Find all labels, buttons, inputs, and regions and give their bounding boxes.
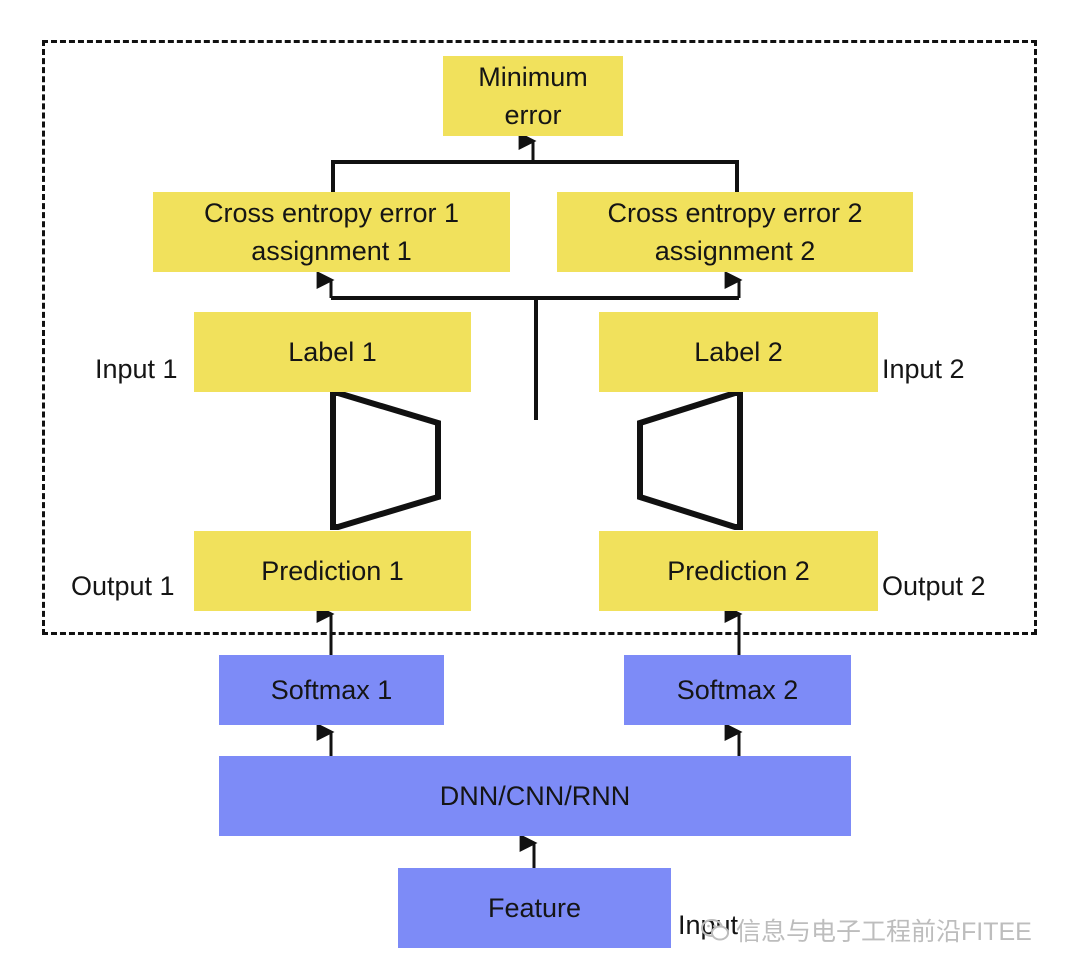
dashed-frame	[42, 40, 1037, 635]
label-2-box: Label 2	[599, 312, 878, 392]
cross-entropy-2-line-1: Cross entropy error 2	[607, 198, 863, 228]
label-1-box: Label 1	[194, 312, 471, 392]
wechat-icon	[701, 919, 729, 941]
prediction-2-box: Prediction 2	[599, 531, 878, 611]
minimum-error-box: Minimum error	[443, 56, 623, 136]
dnn-box: DNN/CNN/RNN	[219, 756, 851, 836]
prediction-1-box: Prediction 1	[194, 531, 471, 611]
watermark: 信息与电子工程前沿FITEE	[700, 912, 1032, 948]
cross-entropy-1-box: Cross entropy error 1 assignment 1	[153, 192, 510, 272]
cross-entropy-2-box: Cross entropy error 2 assignment 2	[557, 192, 913, 272]
minimum-error-line-2: error	[504, 100, 562, 130]
feature-box: Feature	[398, 868, 671, 948]
hourglass-left	[330, 390, 441, 530]
minimum-error-line-1: Minimum	[478, 62, 588, 92]
cross-entropy-2-line-2: assignment 2	[654, 236, 816, 266]
merge-to-minimum-error	[331, 160, 739, 192]
output-1-label: Output 1	[71, 571, 175, 601]
softmax-1-box: Softmax 1	[219, 655, 444, 725]
pairwise-branch	[331, 296, 739, 420]
watermark-text: 信息与电子工程前沿FITEE	[736, 918, 1032, 946]
cross-entropy-1-line-1: Cross entropy error 1	[203, 198, 460, 228]
cross-entropy-1-line-2: assignment 1	[251, 236, 412, 266]
softmax-2-box: Softmax 2	[624, 655, 851, 725]
input-2-label: Input 2	[882, 354, 965, 384]
hourglass-right	[637, 390, 743, 530]
output-2-label: Output 2	[882, 571, 986, 601]
input-1-label: Input 1	[95, 354, 178, 384]
